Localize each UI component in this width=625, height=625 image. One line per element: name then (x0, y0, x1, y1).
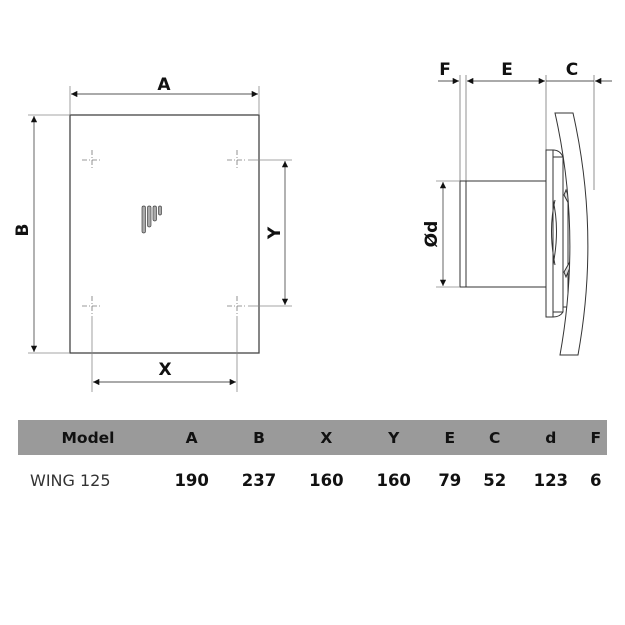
column-header-f: F (584, 420, 607, 455)
label-c: C (566, 60, 578, 80)
dimension-e: E (467, 60, 545, 85)
cell-y: 160 (376, 470, 411, 490)
label-b: B (13, 224, 33, 237)
front-cover-curved (554, 112, 589, 356)
dimension-d: Ød (422, 180, 460, 288)
cell-a: 190 (174, 470, 209, 490)
dimensions-table: Model A B X Y E C d F WING 125 190 237 1… (18, 420, 607, 505)
label-a: A (157, 75, 171, 95)
label-d: Ød (422, 221, 442, 248)
cell-model: WING 125 (30, 470, 111, 490)
dimension-f: F (438, 60, 459, 85)
column-header-y: Y (360, 420, 428, 455)
dimension-b: B (13, 114, 70, 354)
column-header-c: C (472, 420, 518, 455)
label-y: Y (265, 226, 285, 240)
front-panel-outline (69, 114, 260, 354)
side-view: F E C Ød (422, 60, 612, 356)
table-header-row: Model A B X Y E C d F (18, 420, 607, 455)
dimension-y: Y (248, 159, 292, 307)
column-header-d: d (517, 420, 585, 455)
mounting-holes (82, 150, 247, 316)
column-header-x: X (292, 420, 361, 455)
label-x: X (158, 360, 171, 380)
column-header-e: E (427, 420, 473, 455)
cell-b: 237 (241, 470, 277, 490)
column-header-b: B (225, 420, 293, 455)
column-header-model: Model (18, 420, 158, 455)
dimension-x: X (91, 316, 238, 392)
table-row: WING 125 190 237 160 160 79 52 123 6 (18, 455, 607, 505)
front-view: A B Y X (13, 75, 292, 392)
dimension-c: C (546, 60, 612, 85)
cell-e: 79 (438, 470, 462, 490)
label-e: E (501, 60, 513, 80)
cell-x: 160 (309, 470, 344, 490)
cell-d: 123 (533, 470, 569, 490)
cell-c: 52 (483, 470, 507, 490)
cell-f: 6 (590, 470, 602, 490)
column-header-a: A (158, 420, 226, 455)
duct-spigot (459, 180, 546, 288)
label-f: F (439, 60, 451, 80)
technical-drawing: A B Y X (13, 60, 612, 392)
brand-logo-icon (141, 205, 162, 234)
dimension-a: A (69, 75, 260, 115)
